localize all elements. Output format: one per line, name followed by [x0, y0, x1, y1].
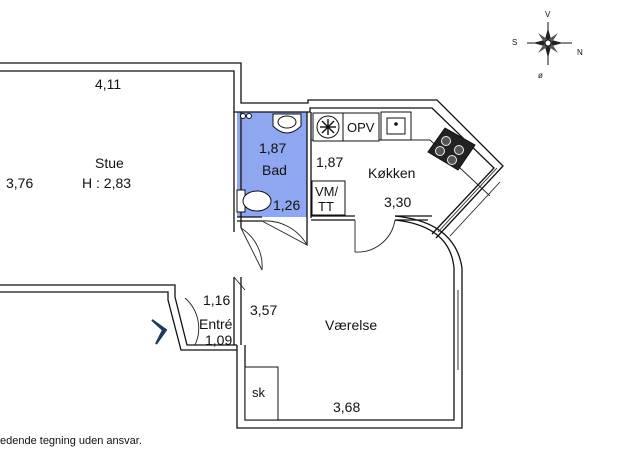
opv-label: OPV: [347, 120, 375, 135]
vaerelse-name: Værelse: [325, 317, 377, 333]
doors: [184, 219, 396, 346]
stue-width-dim: 4,11: [95, 76, 121, 92]
vaerelse-dim-b: 3,68: [333, 399, 360, 415]
stove-icon: [427, 127, 476, 171]
stue-name: Stue: [95, 155, 124, 171]
bad-dim-b: 1,26: [273, 197, 300, 213]
entrance-arrow-icon: [151, 319, 168, 345]
wardrobe-label: sk: [252, 385, 266, 400]
wardrobe: [244, 366, 279, 421]
compass-rose-icon: [527, 22, 572, 65]
disclaimer-text: edende tegning uden ansvar.: [0, 435, 142, 447]
bad-dim-a: 1,87: [259, 140, 286, 156]
compass-n: N: [577, 48, 583, 57]
windows: [437, 167, 501, 370]
kokken-name: Køkken: [368, 165, 415, 181]
compass-o: ø: [538, 71, 543, 80]
entre-dim-b: 1,09: [205, 332, 232, 348]
compass-v: V: [545, 10, 551, 19]
kokken-dim-b: 3,30: [384, 194, 411, 210]
compass-s: S: [512, 38, 517, 47]
interior-walls: [167, 112, 463, 351]
outer-walls: [0, 62, 504, 429]
stue-depth-dim: 3,76: [6, 175, 33, 191]
kokken-dim-a: 1,87: [316, 154, 343, 170]
washer-box: [311, 180, 346, 216]
vm-label-line1: VM/: [315, 184, 339, 199]
bathroom-fixtures: [236, 113, 302, 213]
stue-height: H : 2,83: [82, 175, 131, 191]
kitchen-counter: [311, 111, 491, 197]
entre-dim-a: 1,16: [203, 292, 230, 308]
vm-label-line2: TT: [318, 199, 334, 214]
bad-name: Bad: [262, 162, 287, 178]
vaerelse-dim-a: 3,57: [250, 302, 277, 318]
entre-name: Entré: [199, 316, 233, 332]
